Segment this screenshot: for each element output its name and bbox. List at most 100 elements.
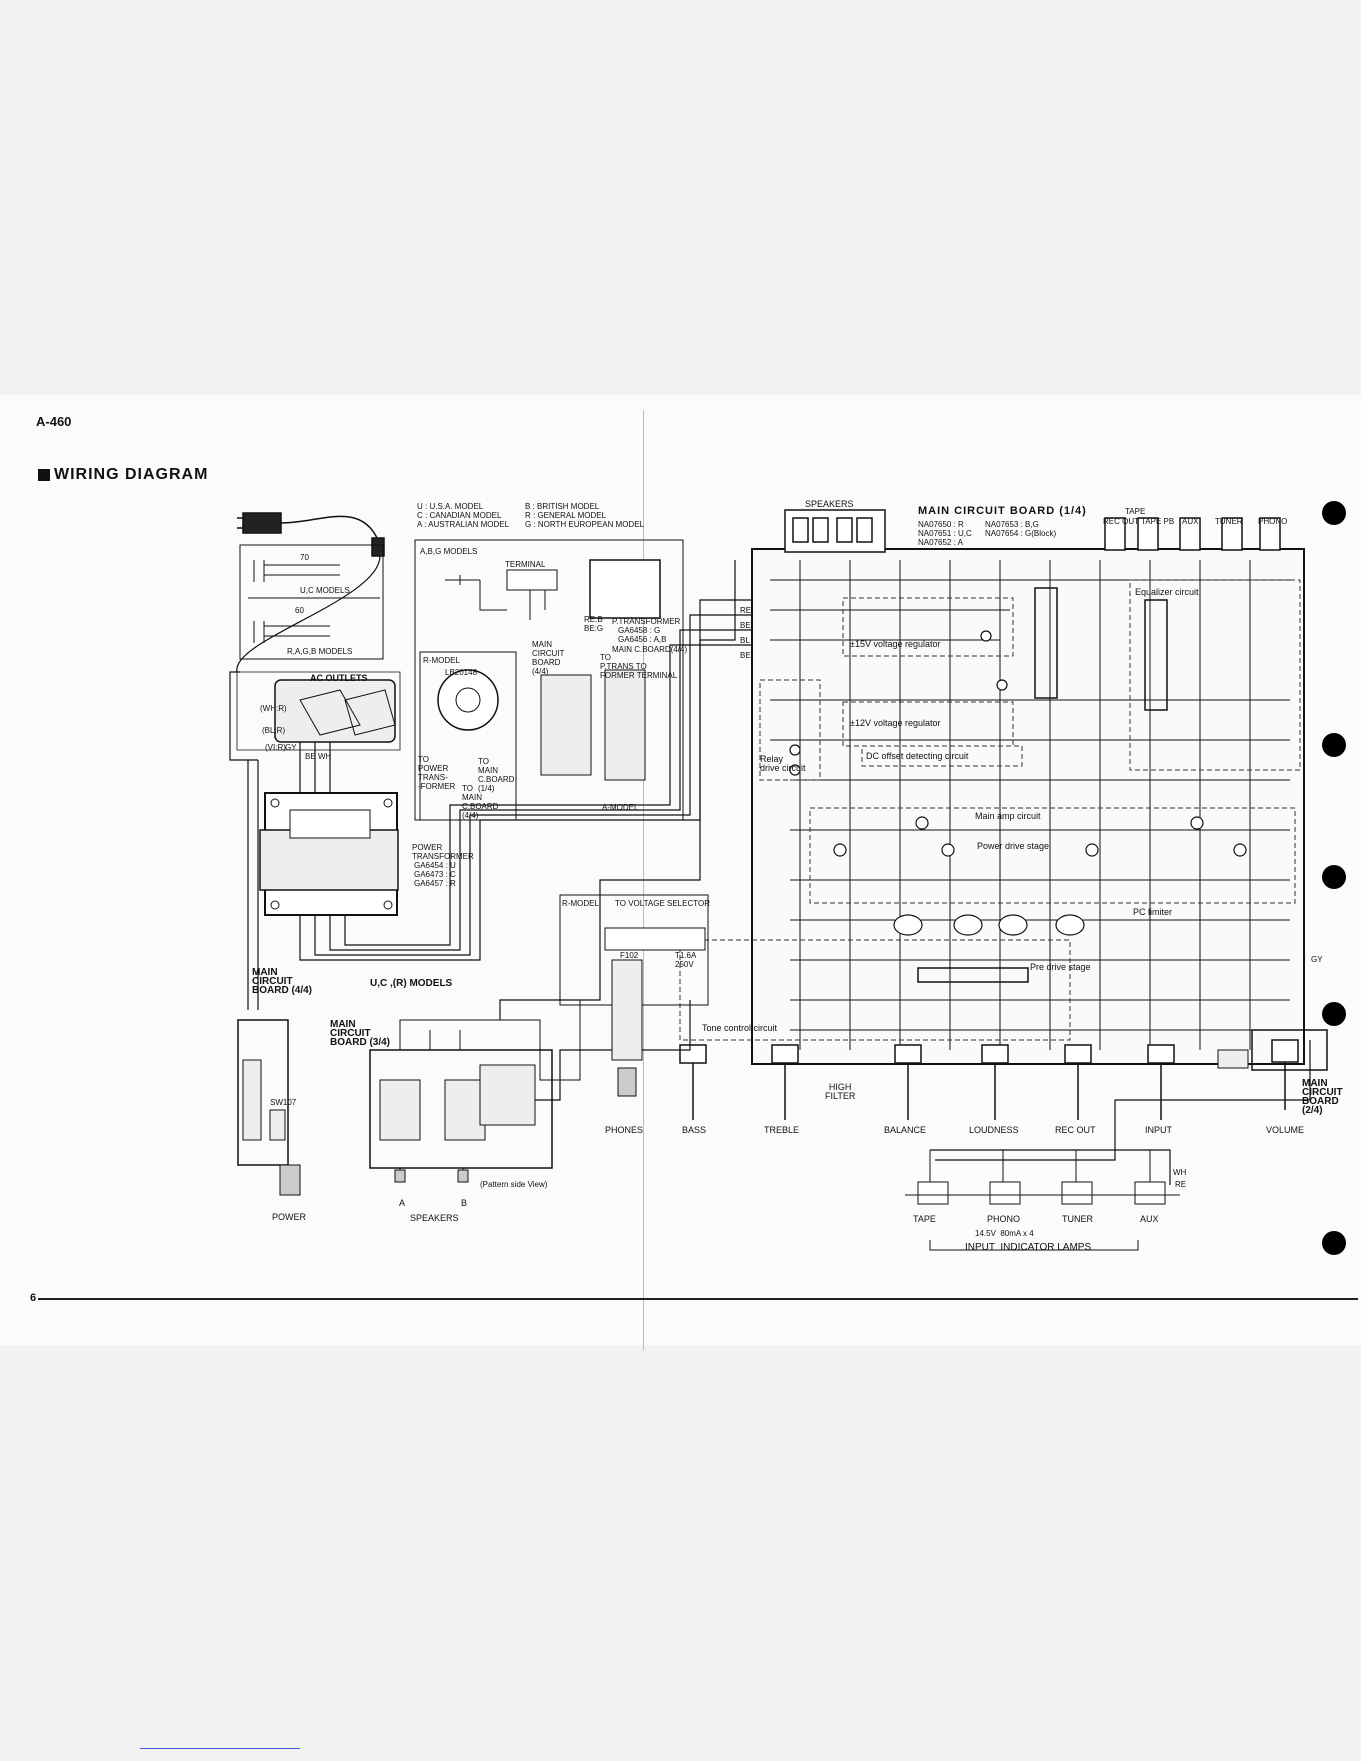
control-high-filter: HIGH FILTER [825,1082,856,1101]
wire-label: WH [318,752,332,761]
lamps-bracket [929,1240,1139,1251]
speaker-a-label: A [399,1198,406,1208]
plug-models-1: U,C MODELS [300,586,350,595]
power-transformer-code: GA6457 : R [414,879,456,888]
control-bass: BASS [682,1125,707,1135]
abg-models-title: A,B,G MODELS [420,547,478,556]
lamp-tape-label: TAPE [913,1214,936,1224]
main-board-3-4-title: MAIN CIRCUIT BOARD (3/4) [330,1019,391,1048]
transistors [789,630,1247,936]
wire-harness [229,555,1311,1185]
ic-columns [917,587,1168,983]
block-pre-drive: Pre drive stage [1030,962,1091,972]
potentiometers [679,1039,1299,1120]
lamps-title: INPUT INDICATOR LAMPS [965,1242,1092,1253]
binder-hole-icon [1322,865,1346,889]
input-aux-label: AUX [1182,517,1199,526]
board-code: NA07650 : R [918,520,964,529]
square-bullet-icon [38,469,50,481]
board-code: NA07654 : G(Block) [985,529,1057,538]
page-title-text: WIRING DIAGRAM [54,466,209,483]
control-loudness: LOUDNESS [969,1125,1019,1135]
wire-label: BE [305,752,316,761]
speaker-b-label: B [461,1198,468,1208]
phones-label: PHONES [605,1125,644,1135]
board-code: NA07652 : A [918,538,963,547]
wire-color-label: BL [740,636,750,645]
block-12v-regulator: ±12V voltage regulator [850,718,941,728]
wire-label: (WH:R) [260,704,287,713]
block-main-amp: Main amp circuit [975,811,1041,821]
block-relay-drive: Relay drive circuit [760,754,806,773]
main-board-1-4-outline [751,548,1305,1065]
terminal-label: TERMINAL [505,560,546,569]
re-be-label: RE:B BE:G [584,615,604,633]
abg-models-box [414,539,684,821]
legend-item: C : CANADIAN MODEL [417,511,502,520]
wire-color-label: WH [1173,1168,1187,1177]
a-model-board [604,669,646,781]
link-underline [140,1748,300,1749]
r-model-to-main-2: TO MAIN C.BOARD (4/4) [462,784,499,820]
binder-hole-icon [1322,501,1346,525]
a-model-label: A-MODEL [602,803,639,812]
board-traces [770,560,1290,1050]
r-model-to-main-1: TO MAIN C.BOARD (1/4) [478,757,515,793]
bottom-rule [38,1298,1358,1300]
pattern-side-label: (Pattern side View) [480,1180,548,1189]
power-transformer-title: POWER TRANSFORMER [412,843,474,861]
phones-jack [611,959,643,1061]
legend-item: A : AUSTRALIAN MODEL [417,520,510,529]
ac-cord [237,512,385,557]
fuse-label: F102 [620,951,639,960]
wire-color-label: BE [740,651,751,660]
power-label: POWER [272,1212,307,1222]
page-title: WIRING DIAGRAM [38,466,208,484]
lamp-tuner-label: TUNER [1062,1214,1093,1224]
lamp-aux-label: AUX [1140,1214,1159,1224]
input-tapepb-label: TAPE PB [1141,517,1175,526]
voltage-selector-dial [437,669,499,731]
binder-hole-icon [1322,1002,1346,1026]
speaker-terminal-block [784,509,886,553]
wire-color-label: RE [740,606,752,615]
main-board-2-4-outline [1251,1029,1328,1071]
wire-label: GY [285,743,297,752]
main-board-2-4-title: MAIN CIRCUIT BOARD (2/4) [1302,1078,1343,1116]
block-15v-regulator: ±15V voltage regulator [850,639,941,649]
binder-hole-icon [1322,1231,1346,1255]
input-recout-label: REC OUT [1103,517,1139,526]
uc-models-label: U,C ,(R) MODELS [370,978,453,989]
voltage-selector-title: TO VOLTAGE SELECTOR [615,899,710,908]
input-tape-label: TAPE [1125,507,1146,516]
block-power-drive: Power drive stage [977,841,1050,851]
p-transformer-code: GA6456 : A,B [618,635,667,644]
ac-outlets-label: AC OUTLETS [310,673,368,683]
power-switch [279,1164,301,1196]
r-model-to-power: TO POWER TRANS- -FORMER [418,755,456,791]
main-board-3-4-outline [369,1049,553,1169]
sw107-label: SW107 [270,1098,297,1107]
lamp-phono-label: PHONO [987,1214,1021,1224]
speakers-top-label: SPEAKERS [805,499,854,509]
input-phono-label: PHONO [1258,517,1288,526]
wire-color-label: BE [740,621,751,630]
r-model-box [419,651,517,821]
plug-dim-1: 70 [300,553,309,562]
board-code: NA07651 : U,C [918,529,972,538]
main-board-1-4-title: MAIN CIRCUIT BOARD (1/4) [918,505,1087,517]
wire-label: (VI:R) [265,743,286,752]
block-pc-limiter: PC limiter [1133,907,1173,917]
wire-label: (BL:R) [262,726,286,735]
main-board-4-4-small [540,674,592,776]
input-tuner-label: TUNER [1215,517,1243,526]
wire-color-label: RE [1175,1180,1187,1189]
power-transformer-core [259,829,399,891]
circuit-blocks [679,579,1301,1041]
p-transformer-label: P.TRANSFORMER [612,617,681,626]
control-balance: BALANCE [884,1125,927,1135]
fuse-rating: T1.6A 250V [675,951,697,969]
block-equalizer: Equalizer circuit [1135,587,1199,597]
power-transformer-code: GA6473 : C [414,870,456,879]
